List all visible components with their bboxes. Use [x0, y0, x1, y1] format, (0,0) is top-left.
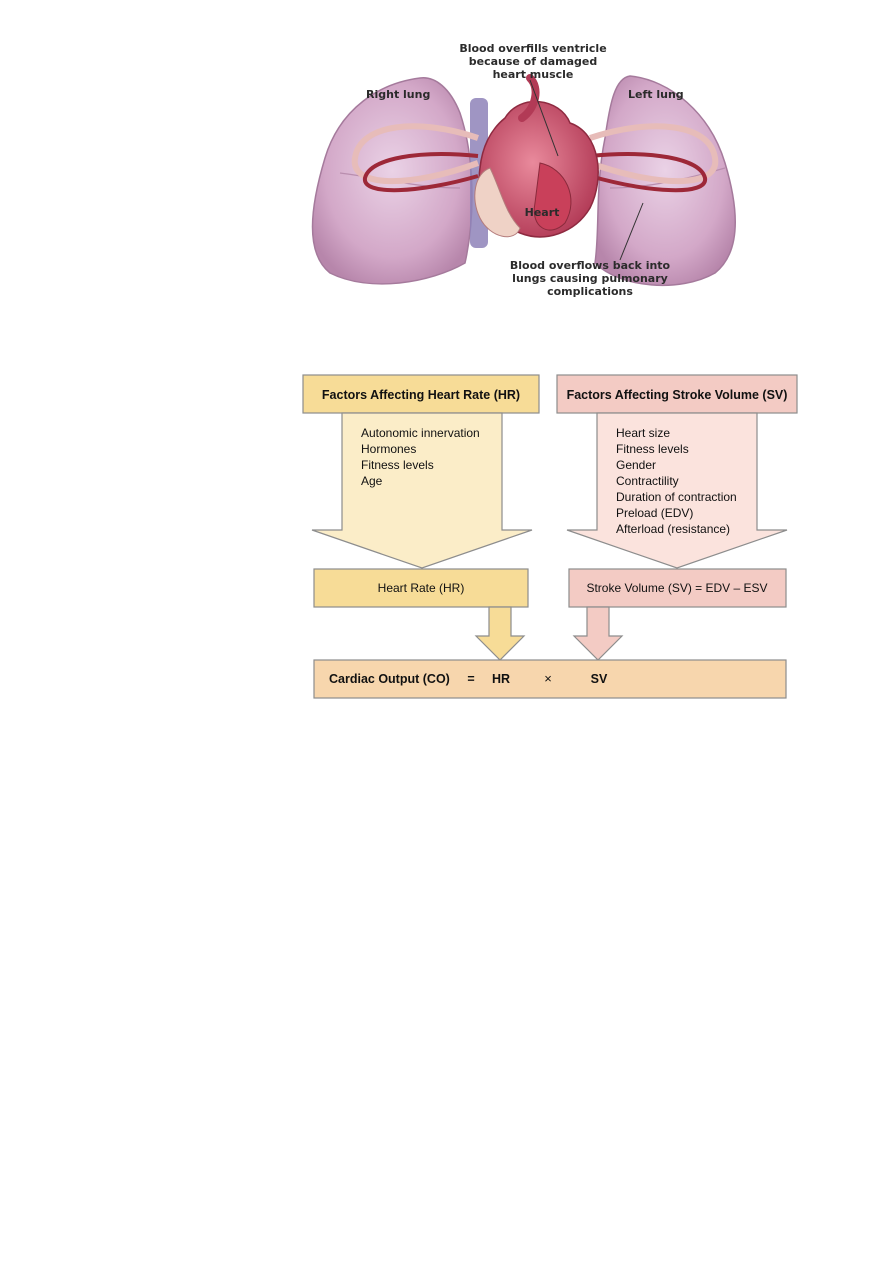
co-equals: = [467, 672, 474, 686]
hr-header-title: Factors Affecting Heart Rate (HR) [322, 388, 520, 402]
sv-factor: Duration of contraction [616, 490, 737, 504]
sv-factor-list: Heart size Fitness levels Gender Contrac… [616, 426, 737, 536]
right-lung-label: Right lung [366, 88, 430, 101]
co-label: Cardiac Output (CO) [329, 672, 450, 686]
sv-header-box [556, 374, 798, 414]
sv-result-label: Stroke Volume (SV) = EDV – ESV [586, 581, 767, 595]
hr-factor: Autonomic innervation [361, 426, 480, 440]
hr-factors-arrow [311, 412, 533, 569]
hr-header-box [302, 374, 540, 414]
sv-to-co-arrow [572, 606, 624, 661]
sv-header-title: Factors Affecting Stroke Volume (SV) [567, 388, 788, 402]
sv-factor: Gender [616, 458, 656, 472]
bottom-callout-line3: complications [547, 285, 633, 298]
bottom-callout-line2: lungs causing pulmonary [512, 272, 668, 285]
cardiac-output-box [313, 659, 787, 699]
hr-result-label: Heart Rate (HR) [378, 581, 465, 595]
hr-to-co-arrow [474, 606, 526, 661]
co-hr: HR [492, 672, 510, 686]
sv-factor: Fitness levels [616, 442, 689, 456]
sv-factors-arrow [566, 412, 788, 569]
top-callout-line2: because of damaged [469, 55, 598, 68]
sv-factor: Heart size [616, 426, 670, 440]
left-lung-label: Left lung [628, 88, 684, 101]
top-callout-line3: heart muscle [493, 68, 574, 81]
hr-factor: Fitness levels [361, 458, 434, 472]
sv-factor: Contractility [616, 474, 679, 488]
hr-factor-list: Autonomic innervation Hormones Fitness l… [361, 426, 480, 488]
co-times: × [544, 671, 552, 686]
top-callout-line1: Blood overfills ventricle [459, 42, 606, 55]
heart-label: Heart [525, 206, 560, 219]
co-sv: SV [591, 672, 608, 686]
sv-result-box [568, 568, 787, 608]
hr-factor: Age [361, 474, 383, 488]
hr-factor: Hormones [361, 442, 416, 456]
bottom-callout-line1: Blood overflows back into [510, 259, 671, 272]
hr-result-box [313, 568, 529, 608]
sv-factor: Preload (EDV) [616, 506, 693, 520]
sv-factor: Afterload (resistance) [616, 522, 730, 536]
heart-failure-illustration: Blood overfills ventricle because of dam… [311, 42, 736, 298]
